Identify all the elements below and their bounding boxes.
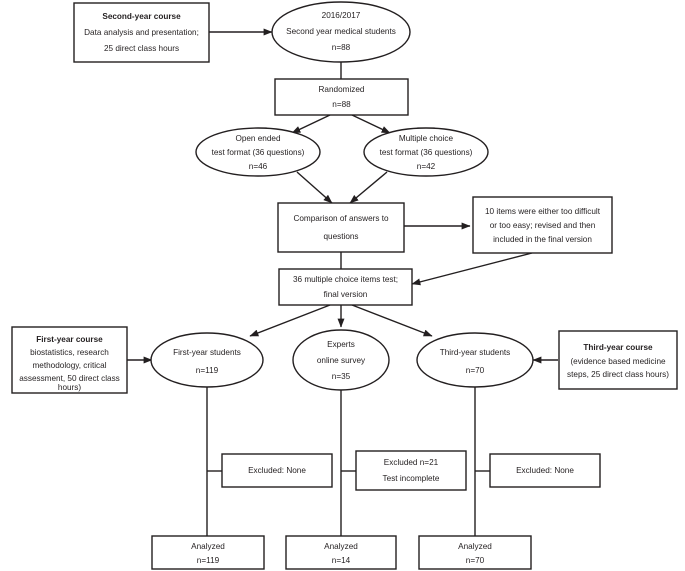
excluded-first-line-1: Excluded: None: [248, 466, 306, 475]
edge-layer: [127, 28, 558, 536]
second-year-course-box: Second-year course Data analysis and pre…: [73, 2, 210, 63]
first-year-course-line-4: assessment, 50 direct class: [19, 374, 120, 383]
edge-revision-to-final: [411, 252, 533, 286]
multiple-choice-line-3: n=42: [417, 162, 436, 171]
third-year-course-line-3: steps, 25 direct class hours): [567, 370, 669, 379]
third-year-students-line-1: Third-year students: [440, 348, 511, 357]
experts-line-1: Experts: [327, 340, 355, 349]
experts-online-survey-ellipse: Experts online survey n=35: [292, 329, 390, 391]
second-year-course-line-1: Second-year course: [102, 12, 181, 21]
multiple-choice-format-ellipse: Multiple choice test format (36 question…: [363, 127, 489, 177]
excluded-first-year-box: Excluded: None: [221, 453, 333, 488]
analyzed-first-line-2: n=119: [197, 556, 220, 565]
analyzed-first-line-1: Analyzed: [191, 542, 225, 551]
cohort-line-3: n=88: [332, 43, 351, 52]
analyzed-first-year-box: Analyzed n=119: [151, 535, 265, 570]
experts-line-3: n=35: [332, 372, 351, 381]
revision-line-2: or too easy; revised and then: [490, 221, 596, 230]
edge-final-to-third-year: [351, 304, 433, 337]
first-year-students-ellipse: First-year students n=119: [150, 332, 264, 388]
second-year-medical-students-ellipse: 2016/2017 Second year medical students n…: [271, 1, 411, 63]
edge-randomized-to-open-ended: [291, 114, 331, 134]
analyzed-third-year-box: Analyzed n=70: [418, 535, 532, 570]
revision-line-3: included in the final version: [493, 235, 592, 244]
third-year-course-box: Third-year course (evidence based medici…: [558, 330, 678, 390]
open-ended-line-2: test format (36 questions): [212, 148, 305, 157]
third-year-students-line-2: n=70: [466, 366, 485, 375]
randomized-line-1: Randomized: [319, 85, 365, 94]
comparison-of-answers-box: Comparison of answers to questions: [277, 202, 405, 253]
final-version-line-1: 36 multiple choice items test;: [293, 275, 398, 284]
first-year-course-line-2: biostatistics, research: [30, 348, 109, 357]
analyzed-experts-line-1: Analyzed: [324, 542, 358, 551]
first-year-students-line-2: n=119: [196, 366, 219, 375]
cohort-line-1: 2016/2017: [322, 11, 361, 20]
comparison-line-2: questions: [323, 232, 358, 241]
analyzed-experts-line-2: n=14: [332, 556, 351, 565]
item-revision-box: 10 items were either too difficult or to…: [472, 196, 613, 254]
cohort-line-2: Second year medical students: [286, 27, 396, 36]
open-ended-line-3: n=46: [249, 162, 268, 171]
excluded-experts-line-1: Excluded n=21: [384, 458, 439, 467]
comparison-line-1: Comparison of answers to: [293, 214, 389, 223]
first-year-course-line-3: methodology, critical: [32, 361, 106, 370]
excluded-experts-line-2: Test incomplete: [383, 474, 440, 483]
first-year-course-box: First-year course biostatistics, researc…: [11, 326, 128, 394]
third-year-students-ellipse: Third-year students n=70: [416, 332, 534, 388]
second-year-course-line-2: Data analysis and presentation;: [84, 28, 199, 37]
edge-open-ended-to-comparison: [296, 171, 333, 204]
excluded-third-line-1: Excluded: None: [516, 466, 574, 475]
third-year-course-line-2: (evidence based medicine: [570, 357, 666, 366]
analyzed-third-line-1: Analyzed: [458, 542, 492, 551]
third-year-course-line-1: Third-year course: [583, 343, 653, 352]
open-ended-format-ellipse: Open ended test format (36 questions) n=…: [195, 127, 321, 177]
edge-multiple-choice-to-comparison: [349, 171, 388, 204]
randomized-box: Randomized n=88: [274, 78, 409, 116]
analyzed-experts-box: Analyzed n=14: [285, 535, 397, 570]
edge-randomized-to-multiple-choice: [351, 114, 391, 134]
multiple-choice-line-2: test format (36 questions): [380, 148, 473, 157]
revision-line-1: 10 items were either too difficult: [485, 207, 601, 216]
first-year-course-line-1: First-year course: [36, 335, 103, 344]
edge-final-to-first-year: [249, 304, 331, 337]
excluded-third-year-box: Excluded: None: [489, 453, 601, 488]
first-year-course-line-5: hours): [58, 383, 81, 392]
multiple-choice-line-1: Multiple choice: [399, 134, 454, 143]
final-version-test-box: 36 multiple choice items test; final ver…: [278, 268, 413, 306]
excluded-experts-box: Excluded n=21 Test incomplete: [355, 450, 467, 491]
randomized-line-2: n=88: [332, 100, 351, 109]
second-year-course-line-3: 25 direct class hours: [104, 44, 179, 53]
open-ended-line-1: Open ended: [235, 134, 281, 143]
first-year-students-line-1: First-year students: [173, 348, 241, 357]
final-version-line-2: final version: [324, 290, 368, 299]
analyzed-third-line-2: n=70: [466, 556, 485, 565]
experts-line-2: online survey: [317, 356, 366, 365]
